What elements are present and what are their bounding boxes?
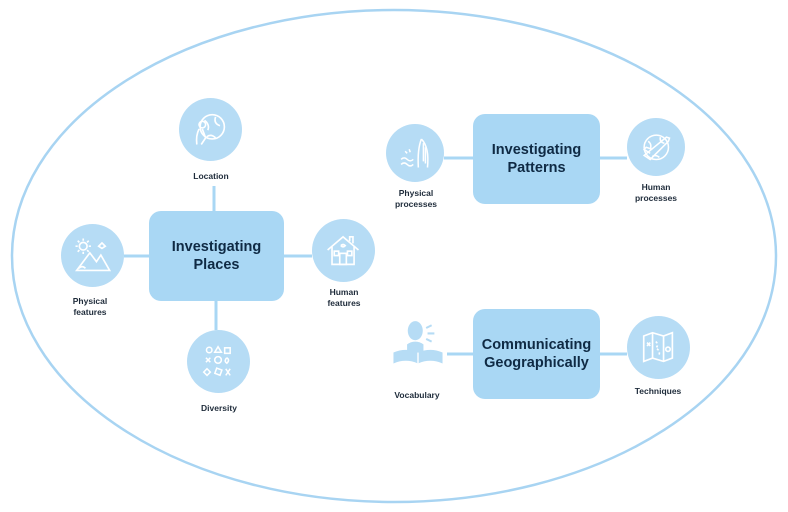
vocabulary-label: Vocabulary [394, 390, 440, 400]
communicating-geographically-title: Communicating Geographically [481, 337, 592, 371]
airplane-globe-icon [627, 118, 685, 176]
human-features-label: Human features [327, 287, 361, 308]
mountain-sun-icon [61, 224, 124, 287]
investigating-places-title: Investigating Places [171, 239, 262, 273]
diversity-label: Diversity [201, 403, 237, 413]
outer-ellipse [10, 8, 778, 504]
location-label: Location [193, 171, 229, 181]
techniques-label: Techniques [634, 386, 682, 396]
physical-features-label: Physical features [72, 296, 108, 317]
physical-processes-label: Physical processes [394, 188, 438, 209]
investigating-patterns-title: Investigating Patterns [491, 142, 582, 176]
investigating-places-box: Investigating Places [149, 211, 284, 301]
investigating-patterns-box: Investigating Patterns [473, 114, 600, 204]
human-processes-label: Human processes [634, 182, 678, 203]
shapes-icon [187, 330, 250, 393]
map-icon [627, 316, 690, 379]
reading-person-icon [388, 317, 448, 369]
waterfall-icon [386, 124, 444, 182]
globe-person-icon [179, 98, 242, 161]
communicating-geographically-box: Communicating Geographically [473, 309, 600, 399]
house-icon [312, 219, 375, 282]
